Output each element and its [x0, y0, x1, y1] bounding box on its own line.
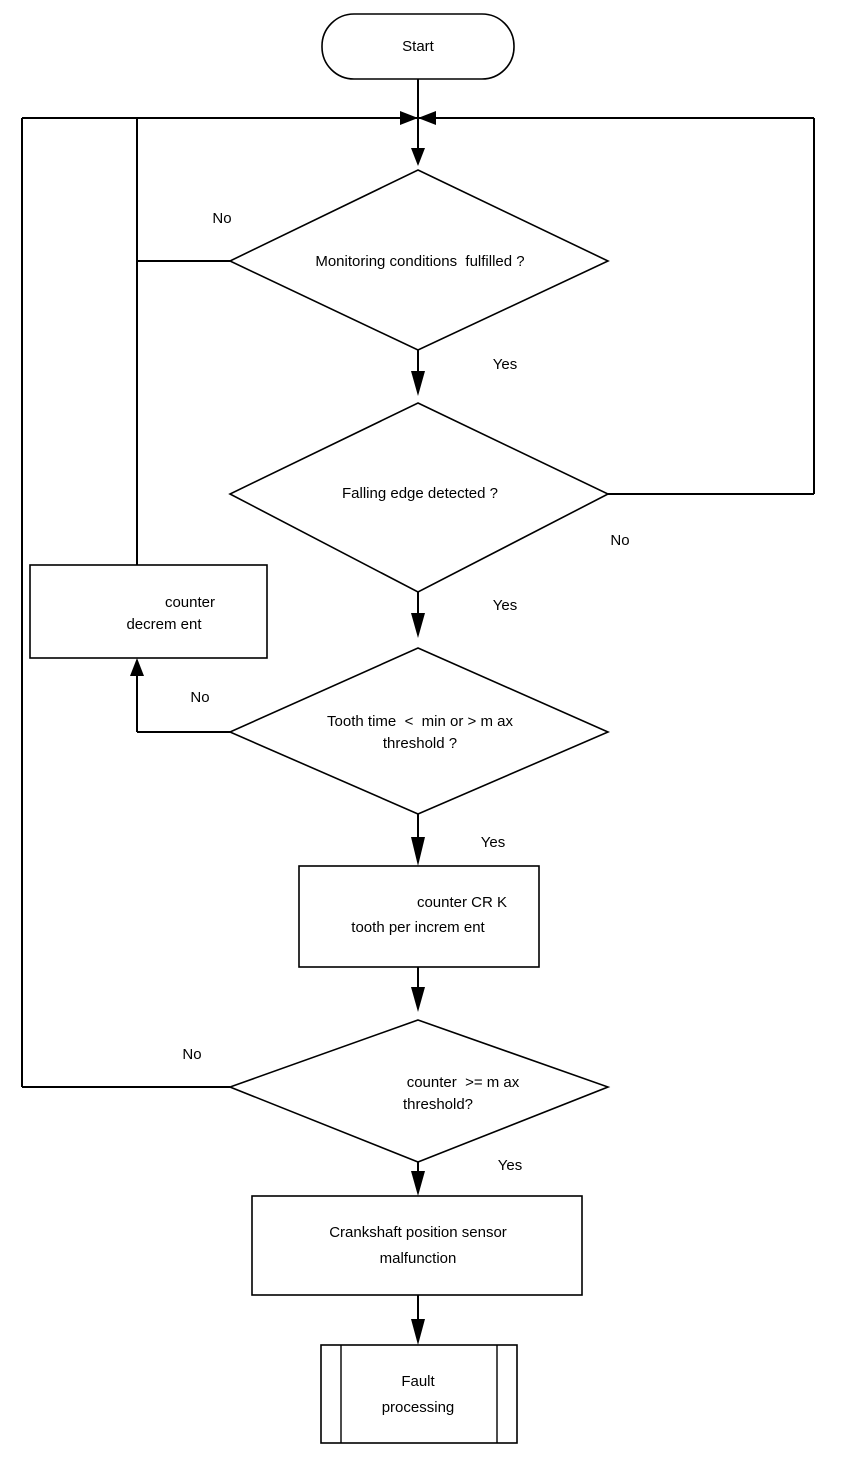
counter-decrement-label-line2: decrem ent	[126, 616, 202, 633]
sensor-malfunction-shape	[251, 1195, 583, 1296]
branch-label-monitoring-yes: Yes	[493, 356, 517, 373]
falling-edge-label: Falling edge detected ?	[342, 485, 498, 502]
connectors	[21, 79, 815, 1345]
branch-label-monitoring-no: No	[212, 210, 231, 227]
node-counter-max[interactable]: counter >= m ax threshold?	[227, 1019, 611, 1163]
branch-label-counter-max-no: No	[182, 1046, 201, 1063]
start-label: Start	[402, 38, 435, 55]
node-monitoring-conditions[interactable]: Monitoring conditions fulfilled ?	[228, 169, 610, 351]
branch-label-falling-edge-no: No	[610, 532, 629, 549]
counter-decrement-label-line1: counter	[165, 594, 215, 611]
arrowhead-into-falling-edge	[411, 371, 425, 396]
arrowhead-return-from-left	[400, 111, 418, 125]
counter-max-label-line1: counter >= m ax	[407, 1074, 520, 1091]
arrowhead-into-monitoring	[411, 148, 425, 166]
arrowhead-return-from-right	[418, 111, 436, 125]
sensor-malfunction-label-line1: Crankshaft position sensor	[329, 1224, 507, 1241]
counter-decrement-shape	[29, 564, 268, 659]
node-counter-increment[interactable]: counter CR K tooth per increm ent	[298, 865, 540, 968]
branch-label-tooth-time-no: No	[190, 689, 209, 706]
node-counter-decrement[interactable]: counter decrem ent	[29, 564, 268, 659]
tooth-time-label-line2: threshold ?	[383, 735, 457, 752]
tooth-time-label-line1: Tooth time < min or > m ax	[327, 713, 513, 730]
arrowhead-into-counter-increment	[411, 837, 425, 866]
arrowhead-into-malfunction	[411, 1171, 425, 1196]
fault-processing-label-line1: Fault	[401, 1373, 435, 1390]
tooth-time-decision-shape	[228, 647, 610, 815]
branch-label-counter-max-yes: Yes	[498, 1157, 522, 1174]
counter-increment-label-line1: counter CR K	[417, 894, 507, 911]
fault-processing-label-line2: processing	[382, 1399, 455, 1416]
sensor-malfunction-label-line2: malfunction	[380, 1250, 457, 1267]
branch-label-tooth-time-yes: Yes	[481, 834, 505, 851]
arrowhead-into-tooth-time	[411, 613, 425, 638]
counter-increment-label-line2: tooth per increm ent	[351, 919, 485, 936]
node-tooth-time[interactable]: Tooth time < min or > m ax threshold ?	[228, 647, 610, 815]
arrowhead-into-counter-decrement	[130, 658, 144, 676]
branch-label-falling-edge-yes: Yes	[493, 597, 517, 614]
arrowhead-into-fault-processing	[411, 1319, 425, 1345]
fault-processing-shape	[320, 1344, 518, 1444]
node-start[interactable]: Start	[321, 13, 515, 80]
counter-max-label-line2: threshold?	[403, 1096, 473, 1113]
node-falling-edge[interactable]: Falling edge detected ?	[228, 402, 610, 593]
start-terminator-shape	[321, 13, 515, 80]
monitoring-conditions-decision-shape	[228, 169, 610, 351]
node-sensor-malfunction[interactable]: Crankshaft position sensor malfunction	[251, 1195, 583, 1296]
counter-increment-shape	[298, 865, 540, 968]
arrowhead-into-counter-max	[411, 987, 425, 1012]
monitoring-conditions-label: Monitoring conditions fulfilled ?	[315, 253, 524, 270]
falling-edge-decision-shape	[228, 402, 610, 593]
counter-max-decision-shape	[227, 1019, 611, 1163]
node-fault-processing[interactable]: Fault processing	[320, 1344, 518, 1444]
